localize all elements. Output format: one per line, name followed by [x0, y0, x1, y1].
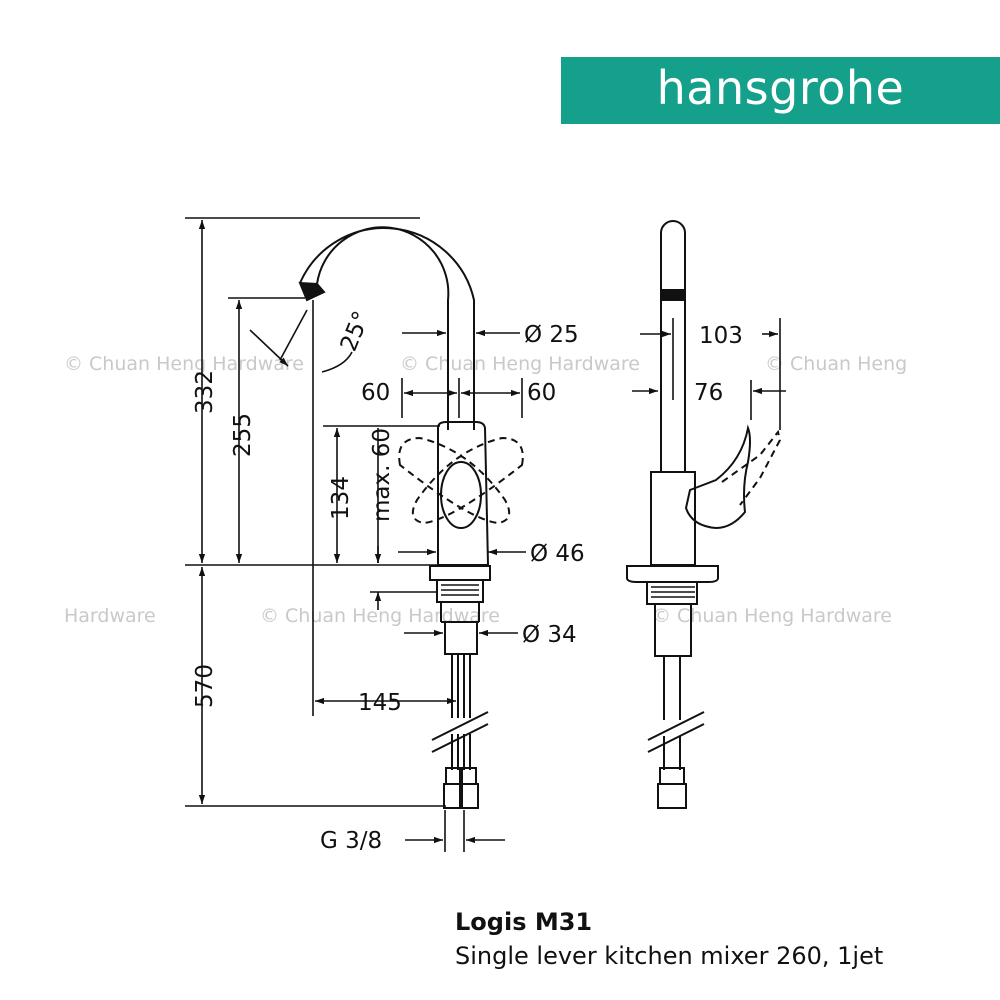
hose-break: [431, 711, 489, 753]
spout-side: [660, 220, 686, 472]
side-dimensions: [632, 318, 786, 430]
watermark-text: © Chuan Heng Hardware: [64, 353, 304, 375]
hose-side: [663, 736, 681, 770]
product-caption: Logis M31 Single lever kitchen mixer 260…: [455, 905, 883, 973]
lever-side: [684, 424, 751, 530]
dim-base-diameter: Ø 46: [530, 541, 585, 567]
hose: [451, 654, 471, 718]
product-subtitle: Single lever kitchen mixer 260, 1jet: [455, 942, 884, 970]
hose-side: [663, 656, 681, 720]
dim-lever-travel: max. 60: [369, 428, 395, 522]
dim-side-depth: 103: [699, 323, 743, 349]
dim-connection: G 3/8: [320, 828, 382, 854]
watermark-text: © Chuan Heng Hardware: [400, 353, 640, 375]
connector-side: [659, 767, 685, 785]
product-title: Logis M31: [455, 908, 593, 936]
dim-lever-left: 60: [361, 380, 390, 406]
dim-side-lever: 76: [694, 380, 723, 406]
watermark-text: © Chuan Heng: [765, 353, 907, 375]
brand-logo: hansgrohe: [561, 57, 1000, 124]
dim-spout-diameter: Ø 25: [524, 322, 579, 348]
dim-hose-length: 570: [192, 664, 218, 708]
dim-spout-height: 255: [230, 413, 256, 457]
front-dimensions: [185, 217, 526, 852]
watermark-text: Hardware: [64, 605, 156, 627]
shank-side: [654, 603, 692, 657]
hose: [451, 734, 471, 770]
base-side: [626, 565, 719, 583]
front-view: [298, 226, 524, 809]
spout-tip-side: [660, 289, 686, 301]
spout-tip: [298, 281, 326, 302]
brand-name: hansgrohe: [656, 60, 905, 115]
lever-handle: [440, 461, 482, 529]
connector: [445, 767, 461, 785]
hose-break-side: [647, 711, 705, 753]
watermark-layer: © Chuan Heng Hardware © Chuan Heng Hardw…: [64, 353, 907, 627]
connector: [461, 767, 477, 785]
lever-swing-dashed: [398, 436, 524, 525]
dim-spout-angle: 25°: [336, 308, 375, 356]
body-side: [650, 471, 696, 566]
dim-projection: 145: [358, 690, 402, 716]
connector: [461, 783, 479, 809]
dim-lever-right: 60: [527, 380, 556, 406]
dim-body-height: 134: [328, 476, 354, 520]
connector-side: [657, 783, 687, 809]
mixer-body: [437, 421, 490, 566]
watermark-text: © Chuan Heng Hardware: [652, 605, 892, 627]
base-plate: [429, 565, 491, 581]
dim-shank-diameter: Ø 34: [522, 622, 577, 648]
shank: [444, 621, 478, 655]
watermark-text: © Chuan Heng Hardware: [260, 605, 500, 627]
dim-total-height: 332: [192, 370, 218, 414]
side-view: [626, 220, 782, 809]
connector: [443, 783, 461, 809]
base-ring-side: [646, 581, 698, 605]
spout-outline: [299, 226, 475, 430]
lever-side-dashed: [721, 429, 782, 506]
base-ring: [436, 579, 484, 603]
